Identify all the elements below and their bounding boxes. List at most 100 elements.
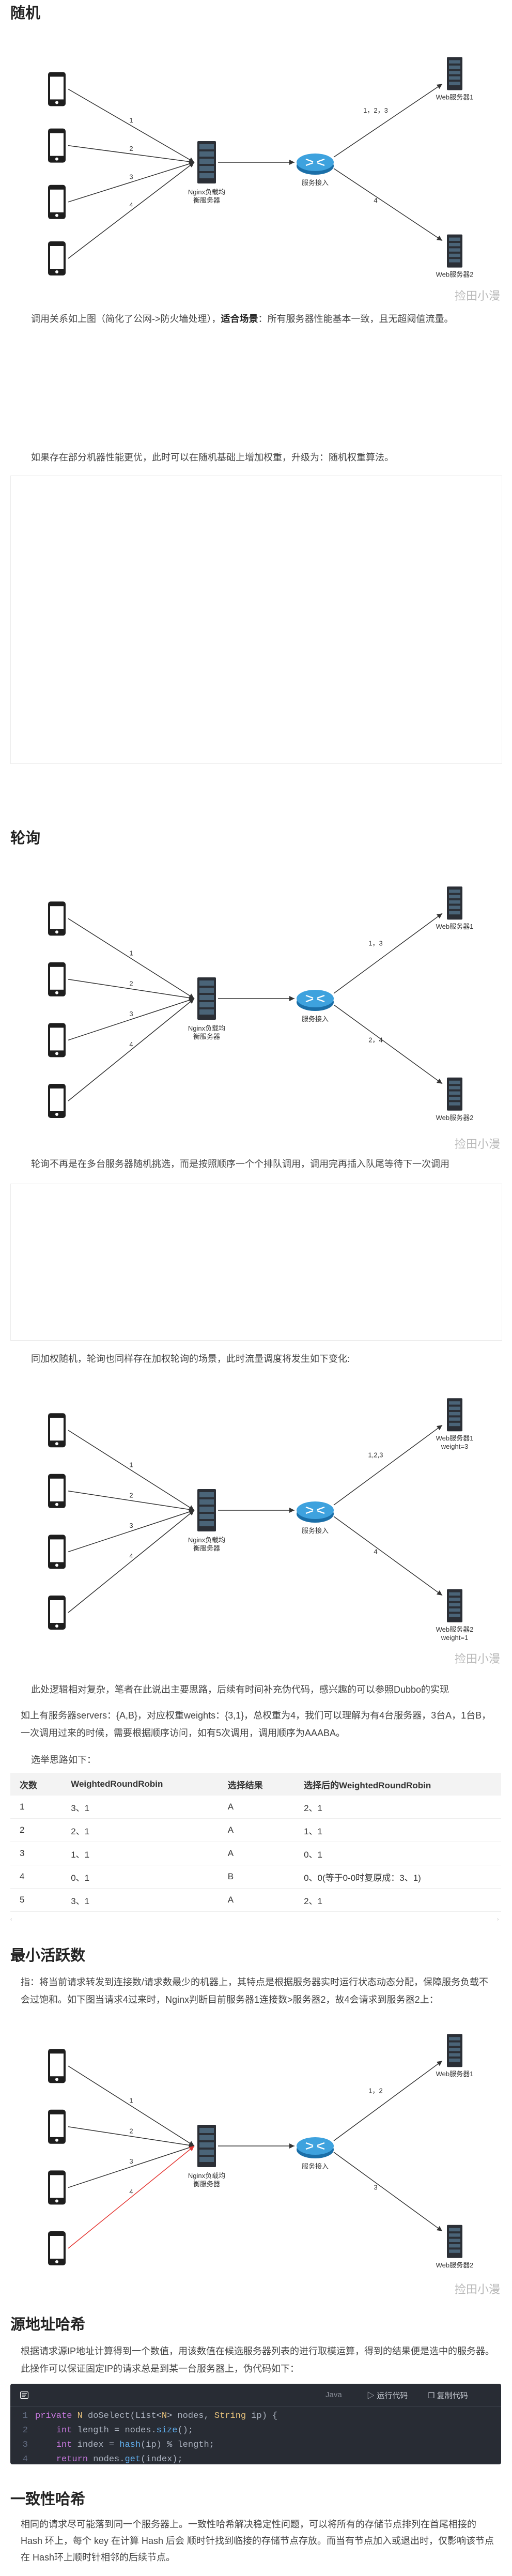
server-icon <box>197 977 216 1020</box>
copy-code-button[interactable]: ❐ 复制代码 <box>428 2391 468 2400</box>
request-label: 1 <box>129 2097 133 2105</box>
code-token: N <box>77 2411 83 2421</box>
table-header: 选择结果 <box>218 1773 295 1796</box>
phone-icon <box>48 2231 66 2265</box>
code-line: 3 int index = hash(ip) % length; <box>10 2438 501 2452</box>
code-token: get <box>125 2455 141 2464</box>
table-header: 次数 <box>10 1773 62 1796</box>
route-arrow <box>333 2152 443 2232</box>
forward-arrow <box>218 1508 294 1513</box>
table-cell: 2 <box>10 1818 62 1842</box>
router-icon <box>297 990 334 1011</box>
heading-leastconn: 最小活跃数 <box>10 1948 86 1964</box>
request-arrow <box>68 1510 195 1613</box>
request-label: 1 <box>129 1461 133 1469</box>
copy-icon: ❐ <box>428 2391 435 2400</box>
code-token: > nodes, <box>167 2411 214 2421</box>
table-cell: 0、1 <box>61 1865 219 1889</box>
phone-icon <box>48 1535 66 1569</box>
table-cell: 4 <box>10 1865 62 1889</box>
heading-iphash: 源地址哈希 <box>10 2317 86 2333</box>
iphash-desc: 根据请求源IP地址计算得到一个数值，用该数值在候选服务器列表的进行取模运算，得到… <box>21 2346 495 2374</box>
phone-icon <box>48 1413 66 1448</box>
code-token: doSelect(List< <box>82 2411 162 2421</box>
request-label: 2 <box>129 2127 133 2135</box>
server-icon <box>447 234 462 268</box>
server-icon <box>197 2125 216 2167</box>
route-arrow <box>333 83 443 158</box>
lb-label: 衡服务器 <box>193 1033 220 1040</box>
lb-label: 衡服务器 <box>193 196 220 204</box>
code-token: size <box>156 2426 178 2435</box>
code-token: int <box>56 2426 72 2435</box>
image-placeholder <box>10 476 502 764</box>
request-arrow <box>68 998 195 1041</box>
route-label: 1,2,3 <box>368 1451 383 1459</box>
route-arrow <box>333 1424 443 1506</box>
server-icon <box>197 1489 216 1531</box>
route-label: 3 <box>374 2183 377 2191</box>
heading-random: 随机 <box>10 5 41 22</box>
table-scrollbar[interactable]: ‹ › <box>10 1916 501 1922</box>
table-cell: A <box>218 1818 295 1842</box>
request-label: 4 <box>129 201 133 209</box>
server-icon <box>447 2034 462 2067</box>
route-arrow <box>333 1004 443 1084</box>
line-number: 1 <box>22 2411 28 2421</box>
phone-icon <box>48 1084 66 1118</box>
table-cell: 3、1 <box>61 1888 219 1912</box>
scroll-left-icon[interactable]: ‹ <box>10 1916 12 1922</box>
phone-icon <box>48 1596 66 1630</box>
server-label: Web服务器1 <box>436 923 474 930</box>
server-label: Web服务器1 <box>436 93 474 101</box>
watermark: 捡田小漫 <box>455 1138 501 1151</box>
phone-icon <box>48 962 66 996</box>
request-label: 2 <box>129 1491 133 1499</box>
request-arrow <box>68 2145 195 2188</box>
server-label: Web服务器1 <box>436 2070 474 2078</box>
image-placeholder <box>10 1184 502 1341</box>
server-icon <box>447 1398 462 1432</box>
table-cell: A <box>218 1796 295 1819</box>
table-header: WeightedRoundRobin <box>61 1773 219 1796</box>
table-cell: 1 <box>10 1796 62 1819</box>
heading-roundrobin: 轮询 <box>10 830 41 847</box>
code-token <box>35 2426 56 2435</box>
table-cell: 2、1 <box>294 1796 501 1819</box>
code-toolbar: Java ▷ 运行代码 ❐ 复制代码 <box>10 2384 501 2407</box>
request-label: 2 <box>129 145 133 152</box>
request-label: 3 <box>129 173 133 180</box>
table-cell: 3、1 <box>61 1796 219 1819</box>
table-cell: 2、1 <box>294 1888 501 1912</box>
diagram-weighted-roundrobin: 1234Nginx负载均衡服务器服务接入1,2,34Web服务器1weight=… <box>48 1398 473 1642</box>
route-arrow <box>333 1516 443 1596</box>
router-label: 服务接入 <box>302 179 329 187</box>
table-cell: B <box>218 1865 295 1889</box>
table-cell: 2、1 <box>61 1818 219 1842</box>
code-token: ip) { <box>246 2411 278 2421</box>
route-label: 1，3 <box>368 940 382 947</box>
request-label: 3 <box>129 1010 133 1018</box>
server-icon <box>447 886 462 920</box>
line-number: 2 <box>22 2426 28 2435</box>
phone-icon <box>48 72 66 106</box>
run-code-button[interactable]: ▷ 运行代码 <box>367 2391 408 2400</box>
scroll-right-icon[interactable]: › <box>497 1916 499 1922</box>
roundrobin-desc: 轮询不再是在多台服务器随机挑选，而是按照顺序一个个排队调用，调用完再插入队尾等待… <box>31 1159 449 1169</box>
code-token: int <box>56 2440 72 2450</box>
roundrobin-desc3: 此处逻辑相对复杂，笔者在此说出主要思路，后续有时间补充伪代码，感兴趣的可以参照D… <box>31 1684 449 1695</box>
request-label: 3 <box>129 1522 133 1529</box>
router-label: 服务接入 <box>302 2163 329 2170</box>
watermark: 捡田小漫 <box>455 289 501 302</box>
code-token: length = nodes. <box>72 2426 157 2435</box>
server-icon <box>447 57 462 90</box>
watermark: 捡田小漫 <box>455 2283 501 2296</box>
code-token: N <box>161 2411 167 2421</box>
table-cell: A <box>218 1842 295 1865</box>
